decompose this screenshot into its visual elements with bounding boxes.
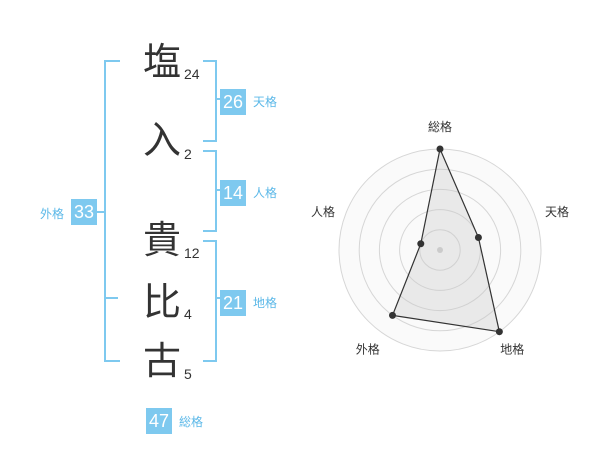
radar-axis-label-5: 人格 (311, 204, 335, 219)
radar-grid-ring (378, 188, 502, 312)
tenkaku-connector (217, 98, 222, 100)
name-char-3: 貴 (142, 218, 181, 262)
jinkaku-label: 人格 (253, 186, 278, 200)
stroke-count-1: 24 (184, 66, 200, 82)
soukaku-value: 47 (146, 408, 173, 434)
radar-grid-ring (399, 209, 481, 291)
radar-axis-label-3: 地格 (500, 342, 524, 357)
gaikaku-value: 33 (71, 199, 98, 225)
radar-axis-label-2: 天格 (545, 204, 569, 219)
jinkaku-value: 14 (220, 180, 247, 206)
tenkaku-value: 26 (220, 89, 247, 115)
gaikaku-label: 外格 (40, 207, 65, 221)
chikaku-value: 21 (220, 290, 247, 316)
radar-center-dot (437, 247, 443, 253)
name-char-5: 古 (142, 339, 181, 383)
radar-series-polygon (391, 147, 501, 333)
stroke-count-4: 4 (184, 306, 192, 322)
gaikaku-connector (96, 211, 104, 213)
radar-point-2 (474, 234, 482, 242)
chikaku-connector (217, 297, 222, 299)
name-char-2: 入 (142, 118, 181, 162)
chikaku-label: 地格 (253, 296, 278, 310)
jinkaku-connector (217, 189, 222, 191)
stroke-count-5: 5 (184, 366, 192, 382)
soukaku-label: 総格 (179, 415, 204, 429)
radar-grid-ring (358, 168, 522, 332)
stroke-count-2: 2 (184, 146, 192, 162)
radar-axis-label-1: 総格 (428, 119, 452, 134)
gaikaku-bracket (104, 60, 120, 362)
radar-point-4 (389, 311, 397, 319)
name-char-1: 塩 (142, 40, 181, 84)
chikaku-bracket (203, 240, 217, 362)
tenkaku-bracket (203, 60, 217, 142)
radar-point-5 (417, 240, 425, 248)
radar-axis-label-4: 外格 (356, 342, 380, 357)
gaikaku-bracket-tick (104, 297, 118, 299)
radar-point-1 (436, 145, 444, 153)
radar-point-3 (495, 328, 503, 336)
stroke-count-3: 12 (184, 245, 200, 261)
tenkaku-label: 天格 (253, 95, 278, 109)
radar-grid-ring (419, 229, 461, 271)
name-char-4: 比 (142, 280, 181, 324)
jinkaku-bracket (203, 150, 217, 232)
